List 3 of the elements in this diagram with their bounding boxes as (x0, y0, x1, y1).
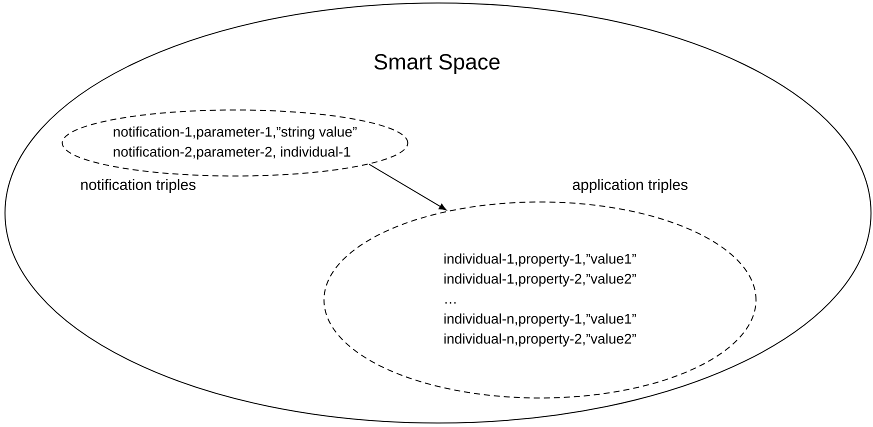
group-label: notification triples (81, 179, 196, 193)
arrow (368, 164, 447, 210)
group-label: application triples (572, 179, 688, 193)
